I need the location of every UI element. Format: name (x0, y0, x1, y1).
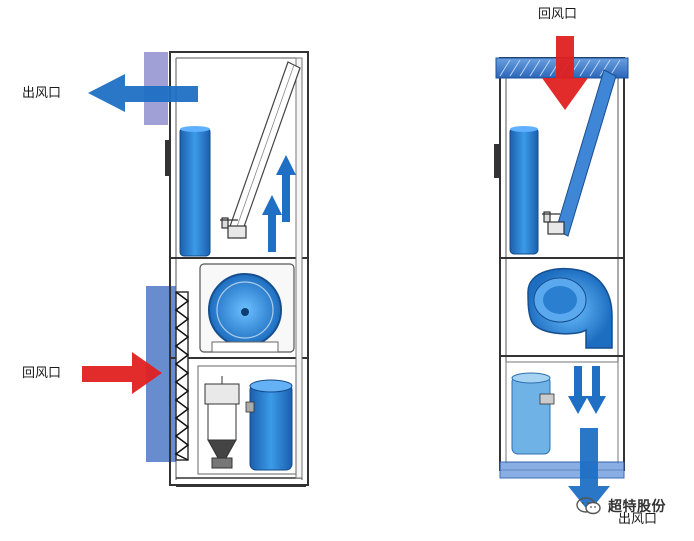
right-return-label: 回风口 (538, 7, 578, 22)
watermark: 超特股份 (576, 496, 666, 516)
left-humidifier (204, 376, 240, 469)
left-compressor (245, 379, 293, 471)
left-unit (82, 51, 309, 487)
right-return-arrow (542, 36, 588, 110)
right-outlet-label: 出风口 (618, 512, 658, 527)
left-upflow-arrows (262, 155, 296, 252)
right-blower-fan (527, 267, 613, 349)
wechat-icon (576, 497, 601, 515)
right-filter (555, 69, 617, 237)
right-valve (542, 211, 565, 235)
left-outlet-arrow (88, 74, 198, 112)
left-return-label: 回风口 (22, 366, 62, 381)
left-valve (220, 217, 247, 239)
watermark-text: 超特股份 (608, 499, 666, 515)
right-outlet-arrow (568, 428, 610, 512)
right-compressor (511, 372, 555, 455)
left-return-filter (174, 291, 190, 461)
right-unit (494, 36, 629, 512)
right-bottom-bar (499, 461, 625, 479)
right-coil (509, 127, 539, 255)
right-downflow-arrows (568, 366, 606, 414)
left-outlet-label: 出风口 (22, 86, 62, 101)
left-coil (179, 127, 211, 257)
left-return-arrow (82, 352, 162, 394)
